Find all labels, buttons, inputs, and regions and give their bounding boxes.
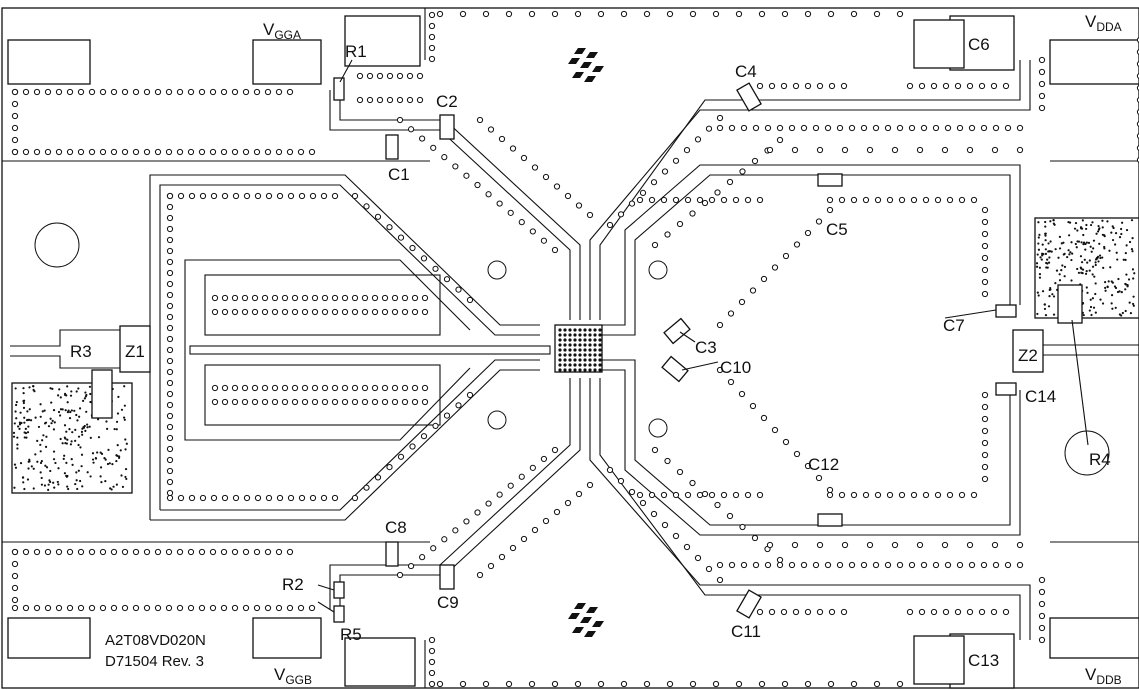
c1-part <box>385 134 399 160</box>
r1-part <box>333 77 345 101</box>
output-network <box>600 164 1139 536</box>
leader-lines <box>317 59 1089 613</box>
label-r4: R4 <box>1089 450 1111 469</box>
label-c10: C10 <box>720 358 751 377</box>
c10-part <box>661 355 689 383</box>
input-network <box>10 174 551 521</box>
c3-part <box>663 317 691 345</box>
part-number: A2T08VD020N <box>105 632 206 649</box>
label-c8: C8 <box>385 518 407 537</box>
r5-part <box>333 605 345 623</box>
c5-part <box>817 173 843 187</box>
z2-part <box>1012 329 1044 373</box>
label-r5: R5 <box>340 625 362 644</box>
c9-part <box>439 564 455 590</box>
vgga-label: VGGA <box>263 20 301 42</box>
label-c4: C4 <box>735 62 757 81</box>
vggb-pads <box>7 617 416 687</box>
vddb-label: VDDB <box>1085 665 1122 687</box>
transistor-die <box>554 324 603 373</box>
logo-bottom <box>568 603 604 637</box>
r2-part <box>333 581 345 599</box>
c2-part <box>439 114 455 140</box>
vdd-pads <box>913 15 1139 689</box>
z1-part <box>119 325 151 373</box>
label-c11: C11 <box>731 622 761 641</box>
label-c1: C1 <box>388 165 410 184</box>
label-c3: C3 <box>695 338 717 357</box>
logo-top <box>568 48 604 82</box>
label-c6: C6 <box>968 35 990 54</box>
ground-pad-left <box>11 382 133 494</box>
via-field <box>11 10 1139 688</box>
label-z1: Z1 <box>125 342 145 361</box>
ground-pad-right <box>1034 217 1139 319</box>
label-r3: R3 <box>70 342 92 361</box>
label-c14: C14 <box>1025 387 1056 406</box>
vggb-label: VGGB <box>274 665 312 687</box>
r4-part <box>1057 284 1083 324</box>
label-c13: C13 <box>968 651 999 670</box>
label-r2: R2 <box>282 575 304 594</box>
vgga-pads <box>7 15 421 85</box>
c8-part <box>385 541 399 567</box>
board-outline <box>1 7 1139 689</box>
c4-part <box>736 82 762 112</box>
r3-part <box>91 369 113 419</box>
label-c9: C9 <box>437 593 459 612</box>
label-z2: Z2 <box>1018 346 1038 365</box>
c11-part <box>736 589 762 619</box>
vdda-label: VDDA <box>1085 12 1122 34</box>
label-c5: C5 <box>826 220 848 239</box>
mounting-holes <box>34 222 1110 476</box>
c7-part <box>995 304 1017 318</box>
label-c2: C2 <box>436 92 458 111</box>
label-c12: C12 <box>808 455 839 474</box>
c14-part <box>995 382 1017 396</box>
revision-text: D71504 Rev. 3 <box>105 653 204 670</box>
label-r1: R1 <box>345 42 367 61</box>
label-c7: C7 <box>943 316 965 335</box>
c12-part <box>817 513 843 527</box>
